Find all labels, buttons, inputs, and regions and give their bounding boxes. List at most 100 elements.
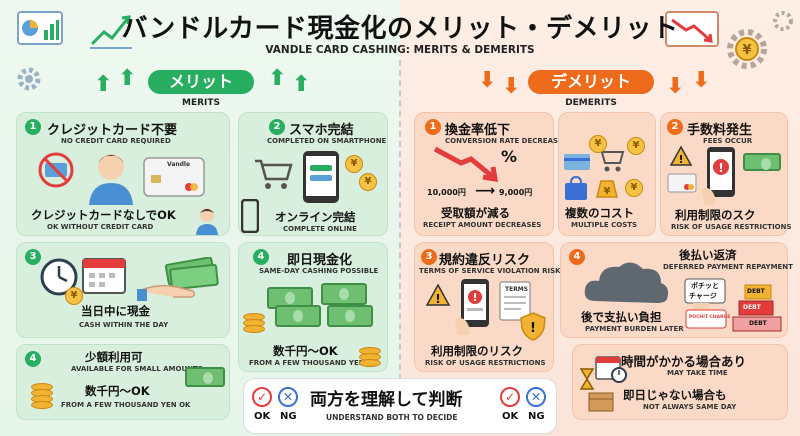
- demerit-card-multiple-costs: ¥ ¥ ¥ ¥ 複数のコスト MULTIPLE COSTS: [558, 112, 656, 236]
- demerit-card-may-take-time: 時間がかかる場合あり MAY TAKE TIME 即日じゃない場合も NOT A…: [572, 344, 788, 420]
- charge-sign-line-1: ポチッと: [691, 282, 719, 290]
- yen-coin-icon: ¥: [65, 287, 83, 305]
- yen-coin-gear-icon: ¥: [724, 26, 770, 72]
- merit-title: 当日中に現金: [81, 304, 150, 318]
- decision-text-en: UNDERSTAND BOTH TO DECIDE: [326, 413, 458, 422]
- person-icon: [81, 147, 141, 205]
- demerits-label-en: DEMERITS: [565, 98, 617, 108]
- shield-warning-icon: !: [519, 311, 547, 341]
- banknote-icon: [327, 305, 373, 327]
- demerit-number-badge: 2: [667, 119, 683, 135]
- hourglass-icon: [579, 367, 595, 391]
- down-arrow-icon: ⬇: [478, 68, 497, 93]
- debt-blocks-icon: [731, 283, 783, 333]
- wallet-icon: [685, 309, 727, 329]
- amount-after: 9,000円: [499, 188, 533, 197]
- demerit-title: 手数料発生: [687, 123, 753, 138]
- demerit-card-deferred-payment: 4 後払い返済 DEFERRED PAYMENT REPAYMENT ポチッと …: [560, 242, 793, 338]
- demerit-caption-en: RISK OF USAGE RESTRICTIONS: [425, 359, 546, 367]
- merit-number-badge: 2: [269, 119, 285, 135]
- demerit-caption-en: NOT ALWAYS SAME DAY: [643, 403, 737, 411]
- growth-chart-icon: [88, 10, 134, 50]
- coin-stack-icon: [31, 401, 53, 409]
- demerit-caption: 受取額が減る: [441, 206, 510, 220]
- demerits-label: デメリット: [528, 70, 654, 94]
- prepaid-card-label: Vandle: [167, 161, 191, 168]
- debt-label: DEBT: [747, 288, 765, 295]
- merit-caption-en: COMPLETE ONLINE: [283, 225, 357, 233]
- yen-coin-icon: ¥: [359, 173, 377, 191]
- coin-stack-icon: [243, 325, 265, 333]
- demerit-title-en: CONVERSION RATE DECREASE: [445, 137, 563, 145]
- svg-text:¥: ¥: [742, 43, 751, 58]
- merits-label-en: MERITS: [181, 98, 220, 108]
- warning-icon: !: [669, 145, 693, 167]
- demerit-title-en: MAY TAKE TIME: [667, 369, 728, 377]
- shopping-cart-icon: [253, 157, 293, 191]
- demerit-caption-en: PAYMENT BURDEN LATER: [585, 325, 684, 333]
- up-arrow-icon: ⬆: [118, 66, 137, 91]
- merit-title: スマホ完結: [289, 123, 354, 138]
- center-divider: [399, 60, 401, 380]
- svg-text:!: !: [678, 153, 683, 166]
- charge-sign-line-2: チャージ: [689, 292, 717, 300]
- merit-number-badge: 3: [25, 249, 41, 265]
- up-arrow-icon: ⬆: [292, 72, 311, 97]
- hand-with-cash-icon: [137, 257, 221, 303]
- demerit-number-badge: 1: [425, 119, 441, 135]
- merit-caption: クレジットカードなしでOK: [31, 208, 176, 222]
- demerit-title: 後払い返済: [679, 248, 737, 262]
- page-subtitle: VANDLE CARD CASHING: MERITS & DEMERITS: [265, 44, 535, 56]
- card-icon: [667, 173, 697, 193]
- demerit-number-badge: 4: [569, 249, 585, 265]
- phone-alert-icon: !: [701, 145, 741, 205]
- ok-check-icon: ✓: [500, 387, 520, 407]
- ok-check-icon: ✓: [252, 387, 272, 407]
- ng-cross-icon: ✕: [526, 387, 546, 407]
- ok-label: OK: [502, 411, 519, 422]
- svg-text:!: !: [472, 291, 477, 304]
- merit-title-en: COMPLETED ON SMARTPHONE: [267, 137, 387, 145]
- demerit-title: 時間がかかる場合あり: [621, 354, 747, 369]
- gear-icon: [770, 8, 796, 34]
- ng-label: NG: [280, 411, 297, 422]
- demerit-title: 複数のコスト: [565, 206, 634, 220]
- yen-bag-icon: ¥: [595, 175, 619, 199]
- decision-banner: ✓ ✕ OK NG 両方を理解して判断 UNDERSTAND BOTH TO D…: [243, 378, 557, 434]
- demerit-caption-en: RISK OF USAGE RESTRICTIONS: [671, 223, 792, 231]
- merit-card-cash-same-day: 3 ¥ 当日中に現金 CASH WITHIN THE DAY: [16, 242, 230, 338]
- merit-number-badge: 1: [25, 119, 41, 135]
- up-arrow-icon: ⬆: [94, 72, 113, 97]
- down-arrow-icon: ⬇: [502, 74, 521, 99]
- flying-banknote-icon: [743, 153, 781, 171]
- yen-coin-icon: ¥: [345, 155, 363, 173]
- terms-document-icon: [499, 281, 531, 321]
- demerit-card-fees: 2 手数料発生 FEES OCCUR ! ! 利用制限のスク RISK OF U…: [660, 112, 792, 236]
- chart-board-icon: [16, 10, 64, 52]
- warning-icon: !: [425, 283, 451, 307]
- demerit-card-conversion-rate: 1 換金率低下 CONVERSION RATE DECREASE % 10,00…: [414, 112, 563, 236]
- merit-caption-en: FROM A FEW THOUSAND YEN OK: [61, 401, 191, 409]
- merit-title: 即日現金化: [287, 253, 353, 268]
- ng-cross-icon: ✕: [278, 387, 298, 407]
- percent-sign: %: [501, 147, 518, 166]
- merit-card-small-amounts: 4 少額利用可 AVAILABLE FOR SMALL AMOUNTS 数千円〜…: [16, 344, 230, 420]
- demerit-caption: 即日じゃない場合も: [623, 388, 727, 402]
- demerit-title: 換金率低下: [445, 123, 511, 138]
- person-icon: [193, 205, 221, 235]
- arrow-right-icon: ⟶: [475, 183, 496, 199]
- debt-label: DEBT: [749, 320, 767, 327]
- demerit-caption: 利用制限のスク: [675, 208, 756, 222]
- phone-error-icon: !: [455, 277, 495, 335]
- demerit-card-terms-violation: 3 規約違反リスク TERMS OF SERVICE VIOLATION RIS…: [414, 242, 561, 372]
- card-icon: [563, 153, 591, 171]
- calendar-icon: [81, 253, 127, 295]
- demerit-title-en: TERMS OF SERVICE VIOLATION RISK: [419, 267, 561, 275]
- merit-title: 少額利用可: [85, 350, 143, 364]
- page-title: バンドルカード現金化のメリット・デメリット: [121, 14, 679, 44]
- coin-stack-icon: [359, 359, 381, 367]
- demerit-number-badge: 3: [421, 249, 437, 265]
- merit-caption-en: OK WITHOUT CREDIT CARD: [47, 223, 154, 231]
- svg-text:!: !: [718, 161, 723, 175]
- merits-label: メリット: [148, 70, 254, 94]
